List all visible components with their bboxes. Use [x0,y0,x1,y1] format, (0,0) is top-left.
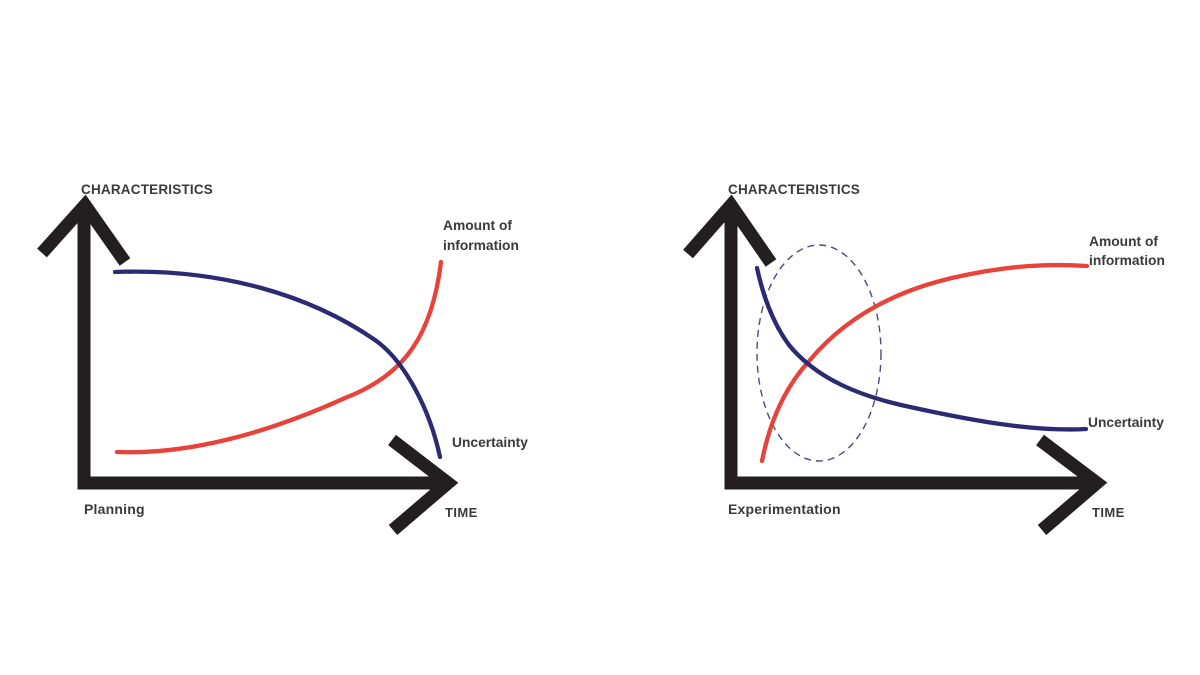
y-axis-title: CHARACTERISTICS [728,182,860,197]
amount-of-information-label-line2: information [1089,253,1165,268]
amount-of-information-curve [759,262,1090,464]
uncertainty-curve [754,265,1089,432]
amount-of-information-curve [114,259,444,455]
uncertainty-label: Uncertainty [1088,415,1164,430]
uncertainty-curve [112,269,443,460]
experimentation-diagram: CHARACTERISTICS Amount of information Un… [683,182,1165,535]
phase-label-planning: Planning [84,501,145,517]
y-axis-title: CHARACTERISTICS [81,182,213,197]
x-axis-title: TIME [1092,505,1125,520]
x-axis-arrowhead-icon [388,434,459,535]
y-axis-arrowhead-icon [37,194,131,266]
x-axis-title: TIME [445,505,478,520]
uncertainty-label: Uncertainty [452,435,528,450]
amount-of-information-label-line1: Amount of [1089,234,1158,249]
amount-of-information-label-line1: Amount of [443,218,512,233]
planning-diagram: CHARACTERISTICS Amount of information Un… [37,182,528,535]
y-axis-arrowhead-icon [683,194,777,267]
crossover-highlight-ellipse [756,244,882,462]
x-axis-arrowhead-icon [1036,434,1108,535]
phase-label-experimentation: Experimentation [728,501,841,517]
amount-of-information-label-line2: information [443,238,519,253]
